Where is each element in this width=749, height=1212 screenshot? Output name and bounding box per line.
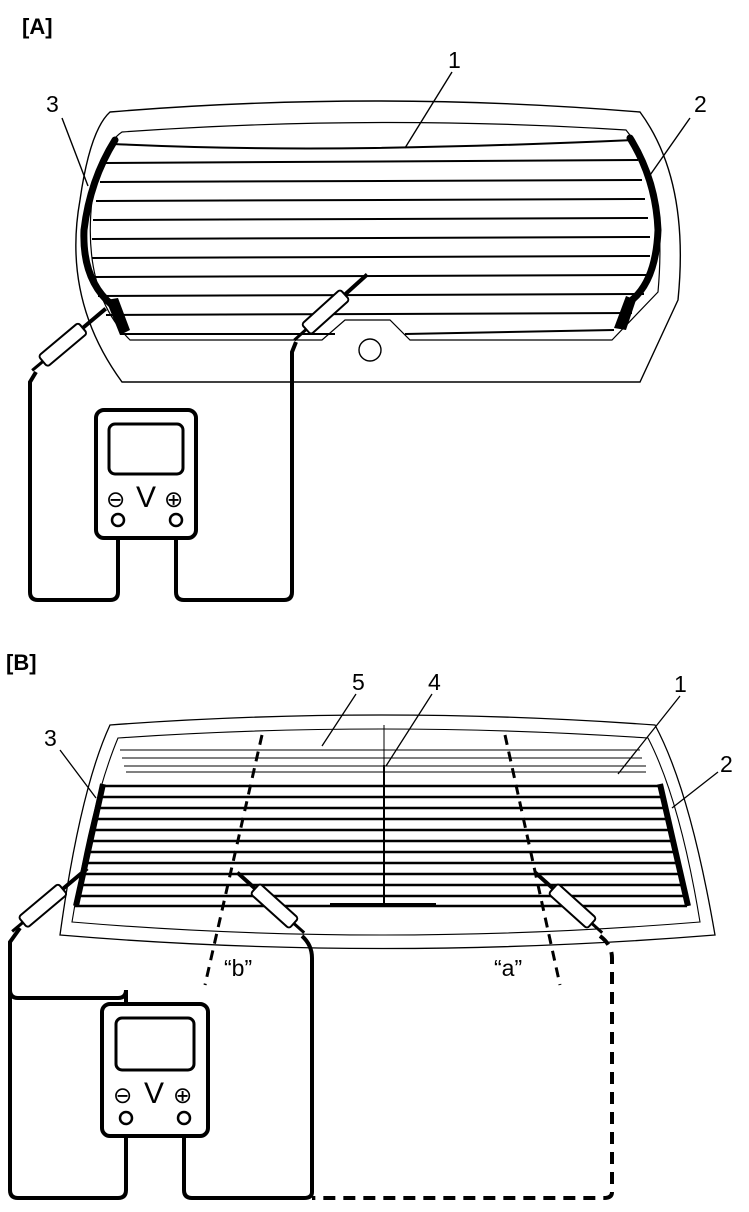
heater-grid-b xyxy=(75,784,687,908)
callout-2-b: 2 xyxy=(720,751,733,777)
probe-position-a: “a” xyxy=(494,955,522,981)
leader-2-b xyxy=(671,771,719,809)
meter-minus-a: ⊖ xyxy=(106,486,125,512)
heater-grid-a xyxy=(91,139,651,335)
callout-1-a: 1 xyxy=(448,47,461,73)
rear-window-inner-edge-b xyxy=(71,728,701,936)
bus-bar-terminal-2-a xyxy=(614,296,636,330)
leader-1-a xyxy=(404,71,453,149)
dashed-line-b xyxy=(203,734,264,986)
positive-wire-a-dashed xyxy=(312,934,614,1200)
positive-probe-b-position xyxy=(235,871,306,934)
probe-position-b: “b” xyxy=(224,955,252,981)
callout-4-b: 4 xyxy=(428,669,441,695)
meter-plus-a: ⊕ xyxy=(164,486,183,512)
panel-a: [A] 1 2 3 xyxy=(22,14,707,602)
negative-wire-b-bottom xyxy=(8,990,128,1200)
bus-bar-2-b xyxy=(657,783,691,907)
meter-minus-b: ⊖ xyxy=(113,1082,132,1108)
voltmeter-b: ⊖ V ⊕ xyxy=(100,1002,210,1138)
bus-bar-terminal-3-a xyxy=(106,298,130,335)
callout-3-a: 3 xyxy=(46,91,59,117)
positive-probe-a-position xyxy=(533,871,604,934)
leader-3-b xyxy=(59,749,97,799)
negative-probe-b xyxy=(11,866,89,933)
leader-1-b xyxy=(617,695,681,775)
negative-wire-a xyxy=(28,370,120,602)
bus-bar-2-a xyxy=(626,134,662,304)
negative-probe-a xyxy=(31,307,107,372)
meter-symbol-b: V xyxy=(144,1077,164,1110)
meter-symbol-a: V xyxy=(136,481,156,514)
rear-window-inner-edge-a xyxy=(89,121,661,341)
meter-plus-b: ⊕ xyxy=(173,1082,192,1108)
leader-4-b xyxy=(385,693,433,767)
positive-wire-b xyxy=(182,934,314,1200)
panel-b-title: [B] xyxy=(6,650,37,675)
voltmeter-a: ⊖ V ⊕ xyxy=(94,408,198,540)
rear-window-glass-a xyxy=(75,100,682,383)
lock-hole xyxy=(358,338,382,362)
positive-probe-a xyxy=(293,273,369,342)
callout-5-b: 5 xyxy=(352,669,365,695)
leader-5-b xyxy=(321,693,357,747)
panel-b: [B] xyxy=(6,650,733,1200)
leader-2-a xyxy=(647,117,691,179)
callout-3-b: 3 xyxy=(44,725,57,751)
bus-bar-3-a xyxy=(80,136,119,309)
leader-3-a xyxy=(61,117,89,187)
positive-wire-a xyxy=(174,341,298,602)
dashed-line-a xyxy=(503,734,562,986)
callout-1-b: 1 xyxy=(674,671,687,697)
panel-a-title: [A] xyxy=(22,14,53,39)
callout-2-a: 2 xyxy=(694,91,707,117)
bus-bar-3-b xyxy=(73,783,106,907)
